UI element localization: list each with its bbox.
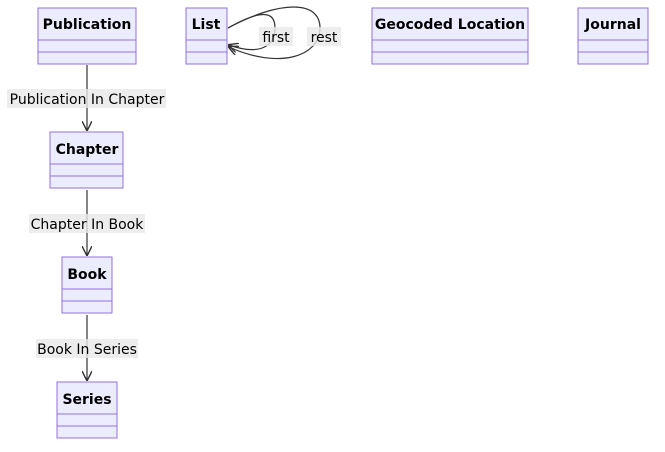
class-title-series: Series [62, 392, 111, 408]
edge-labels: Publication In Chapter Chapter In Book B… [7, 27, 341, 358]
class-title-book: Book [67, 267, 107, 283]
label-book-in-series: Book In Series [37, 342, 137, 358]
class-title-geocoded-location: Geocoded Location [375, 17, 525, 33]
label-list-first: first [262, 30, 290, 46]
label-publication-in-chapter: Publication In Chapter [10, 92, 165, 108]
class-book: Book [61, 256, 113, 314]
class-title-publication: Publication [43, 17, 132, 33]
label-chapter-in-book: Chapter In Book [31, 217, 145, 233]
class-title-journal: Journal [584, 17, 641, 33]
class-list: List [185, 7, 228, 65]
class-series: Series [56, 381, 118, 439]
class-chapter: Chapter [49, 131, 124, 189]
label-list-rest: rest [311, 30, 338, 46]
class-title-list: List [192, 17, 221, 33]
class-geocoded-location: Geocoded Location [371, 7, 529, 65]
class-journal: Journal [577, 7, 649, 65]
class-title-chapter: Chapter [56, 142, 119, 158]
class-publication: Publication [37, 7, 137, 65]
